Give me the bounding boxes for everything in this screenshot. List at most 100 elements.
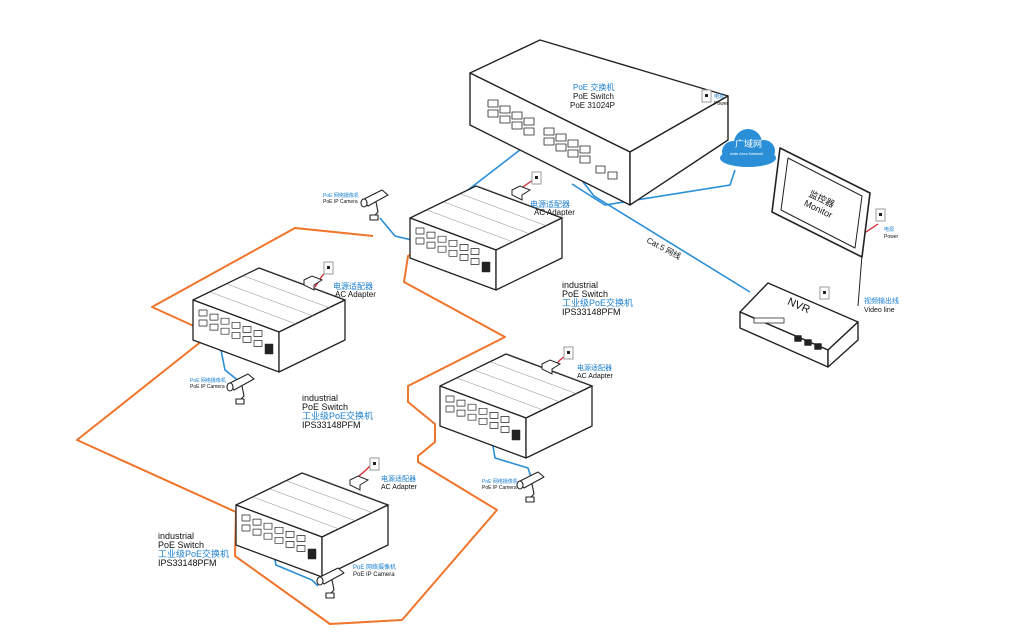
switch-port xyxy=(285,541,295,548)
switch-4-adapter-en: AC Adapter xyxy=(381,484,417,491)
switch-4-adapter-cn: 电源适配器 xyxy=(381,476,416,483)
switch-port xyxy=(500,416,510,423)
industrial-poe-switch-3 xyxy=(439,353,595,459)
video-output-line xyxy=(857,254,863,307)
switch-side xyxy=(525,385,593,459)
switch-port xyxy=(478,417,488,425)
ip-camera-icon xyxy=(516,471,545,503)
switch-power-block xyxy=(307,548,317,560)
switch-port xyxy=(209,313,219,321)
switch-side xyxy=(278,299,346,373)
switch-port xyxy=(263,522,273,530)
switch-1-adapter-en: AC Adapter xyxy=(534,208,575,217)
industrial-poe-switch-4 xyxy=(235,472,391,578)
switch-port xyxy=(467,403,477,411)
switch-port xyxy=(220,327,230,335)
switch-ridge xyxy=(243,275,331,309)
switch-power-block xyxy=(481,261,491,273)
switch-port xyxy=(415,237,425,245)
switch-port xyxy=(448,249,458,257)
switch-port xyxy=(459,244,469,251)
core-switch-label-cn: PoE 交换机 xyxy=(573,83,615,92)
switch-port xyxy=(296,535,306,542)
switch-port xyxy=(241,524,251,532)
switch-port xyxy=(198,319,208,327)
switch-2-camera-cn: PoE 网络摄像机 xyxy=(190,378,226,384)
video-line-label-en: Video line xyxy=(864,307,895,314)
switch-1-camera-en: PoE IP Camera xyxy=(323,199,358,205)
switch-port xyxy=(445,395,455,403)
camera-base xyxy=(325,592,335,599)
switch-port xyxy=(231,321,241,329)
power-outlet-socket xyxy=(327,266,330,269)
switch-2-label-en2: PoE Switch xyxy=(302,402,349,412)
switch-port xyxy=(448,239,458,247)
switch-port xyxy=(253,330,263,337)
switch-side xyxy=(321,504,389,578)
switch-1-label-cn: 工业级PoE交换机 xyxy=(562,298,634,308)
switch-ridge xyxy=(473,369,561,403)
switch-port xyxy=(274,536,284,544)
ip-camera-icon xyxy=(316,567,345,599)
nvr-power-outlet xyxy=(819,286,830,300)
camera-mount xyxy=(329,579,335,595)
switch-4-label-en2: PoE Switch xyxy=(158,540,205,550)
switch-port xyxy=(467,413,477,421)
ip-camera-icon xyxy=(226,373,255,405)
monitor-power-outlet xyxy=(875,208,886,222)
switch-port xyxy=(274,526,284,534)
industrial-poe-switch-1 xyxy=(409,185,565,291)
switch-port xyxy=(489,422,499,429)
switch-4-label-en1: industrial xyxy=(158,531,195,541)
switch-port xyxy=(296,545,306,552)
switch-ridge xyxy=(443,201,531,235)
switch-1-label-en1: industrial xyxy=(562,280,599,290)
switch-ridge xyxy=(456,377,544,411)
switch-1-model: IPS33148PFM xyxy=(562,307,621,317)
switch-3-camera-cn: PoE 网络摄像机 xyxy=(482,479,518,485)
industrial-switch-layer xyxy=(192,171,595,599)
core-switch-label-en: PoE Switch xyxy=(573,92,614,101)
switch-port xyxy=(220,317,230,325)
switch-ridge xyxy=(286,480,374,514)
switch-port xyxy=(241,514,251,522)
core-power-label-en: Power xyxy=(714,101,729,107)
switch-3-camera-en: PoE IP Camera xyxy=(482,485,517,491)
wan-label-en: wide Area Network xyxy=(730,151,764,156)
camera-lens xyxy=(516,480,524,490)
switch-3-adapter-en: AC Adapter xyxy=(577,373,613,380)
power-outlet-socket xyxy=(535,176,538,179)
switch-ridge xyxy=(426,209,514,243)
switch-1-label-en2: PoE Switch xyxy=(562,289,609,299)
ip-camera-icon xyxy=(360,189,389,221)
switch-ridge xyxy=(490,361,578,395)
switch-ridge xyxy=(303,472,391,506)
switch-port xyxy=(456,409,466,417)
power-outlet-socket xyxy=(567,351,570,354)
camera-mount xyxy=(529,483,535,499)
switch-2-label-cn: 工业级PoE交换机 xyxy=(302,411,374,421)
switch-port xyxy=(285,531,295,538)
switch-port xyxy=(415,227,425,235)
core-power-outlet xyxy=(701,89,712,103)
ac-adapter xyxy=(541,359,562,375)
switch-ridge xyxy=(477,185,565,219)
camera-lens xyxy=(316,576,324,586)
switch-port xyxy=(209,323,219,331)
switch-side xyxy=(495,217,563,291)
switch-ridge xyxy=(460,193,548,227)
switch-port xyxy=(426,241,436,249)
switch-port xyxy=(500,426,510,433)
switch-port xyxy=(242,326,252,333)
wan-cloud xyxy=(720,129,776,167)
nvr-device xyxy=(739,282,859,368)
core-poe-switch xyxy=(469,39,729,206)
industrial-poe-switch-2 xyxy=(192,267,348,373)
switch-4-camera-cn: PoE 网络摄像机 xyxy=(353,565,397,571)
switch-power-block xyxy=(511,429,521,441)
switch-port xyxy=(253,340,263,347)
power-outlet-socket xyxy=(373,462,376,465)
switch-port xyxy=(470,248,480,255)
